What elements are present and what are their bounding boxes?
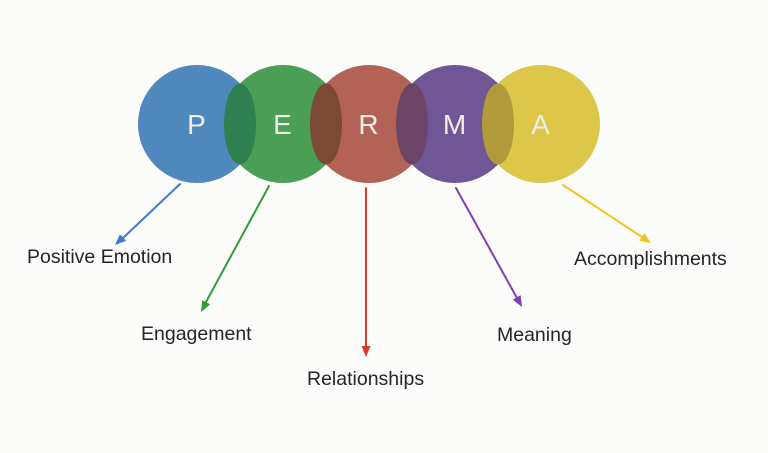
letter-r: R bbox=[358, 109, 379, 140]
arrow-line-engagement bbox=[205, 185, 270, 303]
letter-p: P bbox=[187, 109, 207, 140]
label-relationships: Relationships bbox=[307, 368, 424, 390]
overlap-p-e bbox=[224, 83, 256, 165]
letter-m: M bbox=[443, 109, 467, 140]
letter-e: E bbox=[273, 109, 293, 140]
arrow-line-accomplishments bbox=[562, 184, 643, 238]
circle-meaning bbox=[396, 65, 514, 183]
overlap-r-m bbox=[396, 83, 428, 165]
arrow-relationships bbox=[361, 187, 371, 357]
arrow-line-positive-emotion bbox=[122, 183, 181, 239]
circle-relationships bbox=[310, 65, 428, 183]
label-positive-emotion: Positive Emotion bbox=[27, 246, 172, 268]
overlap-e-r bbox=[310, 83, 342, 165]
circle-accomplishments bbox=[482, 65, 600, 183]
arrow-positive-emotion bbox=[115, 183, 181, 245]
label-engagement: Engagement bbox=[141, 323, 252, 345]
arrowhead-accomplishments bbox=[639, 233, 651, 243]
overlaps-group bbox=[224, 83, 514, 165]
letter-a: A bbox=[531, 109, 551, 140]
label-accomplishments: Accomplishments bbox=[574, 248, 727, 270]
arrowhead-relationships bbox=[361, 346, 371, 357]
overlap-m-a bbox=[482, 83, 514, 165]
arrow-meaning bbox=[455, 187, 522, 307]
letters-group: P E R M A bbox=[187, 109, 551, 140]
arrows-group bbox=[115, 183, 651, 357]
circle-positive-emotion bbox=[138, 65, 256, 183]
circle-engagement bbox=[224, 65, 342, 183]
labels-group: Positive Emotion Engagement Relationship… bbox=[27, 246, 727, 390]
circles-group bbox=[138, 65, 600, 183]
arrow-accomplishments bbox=[562, 184, 651, 243]
arrowhead-meaning bbox=[512, 295, 522, 307]
arrowhead-positive-emotion bbox=[115, 234, 127, 245]
arrow-engagement bbox=[201, 185, 270, 312]
arrow-line-meaning bbox=[455, 187, 518, 299]
arrowhead-engagement bbox=[201, 300, 211, 312]
label-meaning: Meaning bbox=[497, 324, 572, 346]
